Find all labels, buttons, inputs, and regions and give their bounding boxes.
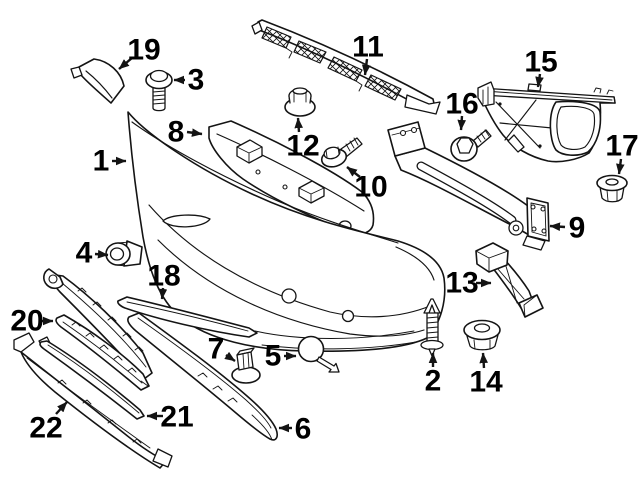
callout-15-arrow: [535, 73, 544, 88]
part-17-grommet: [596, 174, 628, 203]
callout-12-label: 12: [286, 130, 319, 163]
part-2-push-pin-rivet: [420, 298, 444, 357]
part-14-grommet-nut: [463, 319, 501, 351]
callout-3: 3: [173, 64, 205, 97]
callout-9-label: 9: [569, 212, 586, 245]
part-6-lower-valance: [127, 312, 278, 441]
callout-21: 21: [146, 401, 194, 434]
callout-10-arrow: [346, 166, 361, 178]
callout-18: 18: [147, 260, 181, 300]
callout-9-arrow: [549, 222, 566, 231]
part-7-retainer-clip: [231, 347, 261, 384]
callout-22-label: 22: [29, 412, 62, 445]
callout-16-label: 16: [445, 88, 478, 121]
callout-17-label: 17: [605, 130, 638, 163]
part-20-spoiler-strip: [55, 314, 150, 391]
callout-4-label: 4: [76, 237, 93, 270]
callout-4: 4: [76, 237, 109, 270]
callout-16: 16: [445, 88, 479, 131]
callout-16-arrow: [457, 115, 467, 131]
callout-19-arrow: [118, 57, 133, 70]
callout-2-label: 2: [425, 365, 442, 398]
callout-5: 5: [265, 340, 297, 373]
callout-11-label: 11: [352, 31, 384, 64]
callout-6: 6: [278, 413, 312, 446]
callout-21-label: 21: [160, 401, 193, 434]
callout-5-label: 5: [265, 340, 282, 373]
part-15-headlamp-bracket: [477, 81, 616, 163]
callout-18-label: 18: [147, 260, 180, 293]
callout-7-label: 7: [208, 333, 225, 366]
callout-15-label: 15: [524, 46, 557, 79]
part-9-impact-bar: [387, 121, 550, 251]
callout-14-label: 14: [469, 366, 503, 399]
part-18-molding-strip: [117, 296, 258, 338]
callout-1: 1: [93, 145, 127, 178]
callout-13: 13: [445, 267, 492, 300]
upper-spoiler-strip: [43, 268, 153, 380]
part-10-bolt: [320, 137, 363, 168]
callout-1-label: 1: [93, 145, 110, 178]
callout-13-label: 13: [445, 267, 478, 300]
callout-17-arrow: [616, 158, 625, 175]
callout-20-label: 20: [10, 305, 43, 338]
callout-4-arrow: [94, 249, 109, 259]
callout-22-arrow: [55, 401, 68, 415]
callout-9: 9: [549, 212, 586, 245]
part-5-tow-hook-cover: [297, 335, 325, 363]
callout-3-label: 3: [188, 64, 205, 97]
callout-22: 22: [29, 401, 68, 445]
part-22-lower-strip: [13, 332, 173, 469]
callout-14-arrow: [479, 352, 488, 369]
part-4-expanding-nut: [105, 240, 143, 267]
callout-2: 2: [425, 352, 442, 398]
part-11-grille-mesh: [251, 19, 441, 115]
part-19-corner-bracket: [70, 58, 125, 104]
callout-17: 17: [605, 130, 639, 175]
part-3-screw: [145, 69, 173, 112]
callout-8-label: 8: [168, 116, 185, 149]
callout-10: 10: [346, 166, 388, 204]
callout-12-arrow: [294, 117, 304, 133]
callout-19-label: 19: [127, 34, 160, 67]
callout-15: 15: [524, 46, 558, 88]
callout-7: 7: [208, 333, 236, 366]
callout-8-arrow: [186, 128, 203, 137]
callout-10-label: 10: [354, 171, 387, 204]
part-21-trim-strip: [38, 336, 145, 420]
callout-19: 19: [118, 34, 161, 70]
callout-12: 12: [286, 117, 320, 163]
part-16-flange-bolt: [450, 129, 492, 162]
callout-7-arrow: [224, 351, 236, 362]
callout-14: 14: [469, 352, 503, 399]
part-12-flange-nut: [284, 87, 316, 117]
callout-11-arrow: [361, 58, 371, 76]
callout-11: 11: [352, 31, 384, 76]
callout-18-arrow: [158, 287, 168, 300]
tow-hook-direction-arrow: [316, 356, 340, 373]
callout-20: 20: [10, 305, 54, 338]
part-13-side-bracket: [475, 242, 544, 318]
callout-8: 8: [168, 116, 203, 149]
callout-6-label: 6: [295, 413, 312, 446]
